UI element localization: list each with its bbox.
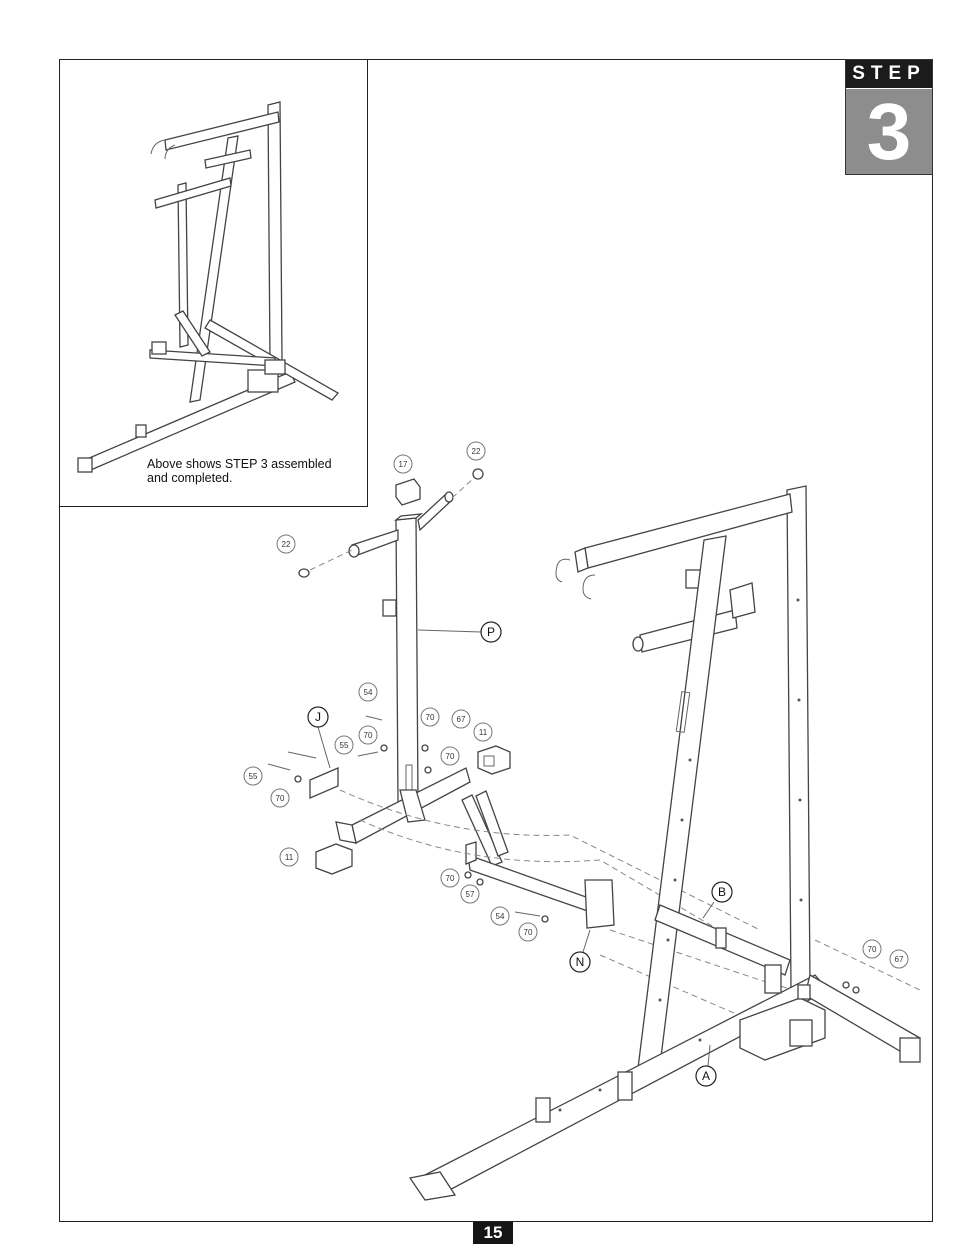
callout-67-b: 67	[895, 955, 904, 964]
callout-54-top: 54	[364, 688, 373, 697]
callout-70-c: 70	[446, 752, 455, 761]
callout-22-top: 22	[472, 447, 481, 456]
callout-11-left: 11	[285, 853, 294, 862]
callout-70-f: 70	[524, 928, 533, 937]
inset-caption-line1: Above shows STEP 3 assembled	[147, 457, 332, 471]
callout-labels: P J N A B 17 22 22 54 70 67 11 55 70 70 …	[249, 447, 904, 1083]
bolts-and-washers	[267, 715, 860, 994]
bumper-parts	[315, 745, 511, 875]
step-label: STEP	[846, 60, 932, 88]
callout-11-right: 11	[479, 728, 488, 737]
part-p-upright	[335, 491, 471, 844]
callout-55-a: 55	[340, 741, 349, 750]
callout-j: J	[315, 710, 321, 724]
inset-assembled-frame-drawing	[77, 101, 340, 473]
page-frame	[59, 59, 933, 1222]
inset-caption-line2: and completed.	[147, 471, 233, 485]
callout-70-g: 70	[868, 945, 877, 954]
end-cap-and-washers	[298, 468, 484, 578]
callout-70-a: 70	[426, 713, 435, 722]
callout-70-d: 70	[276, 794, 285, 803]
callouts	[243, 441, 909, 1087]
assembly-guide-lines	[339, 789, 921, 1021]
callout-55-b: 55	[249, 772, 258, 781]
callout-p: P	[487, 625, 495, 639]
callout-n: N	[576, 955, 585, 969]
page-number: 15	[473, 1222, 513, 1244]
callout-57: 57	[466, 890, 475, 899]
callout-a: A	[702, 1069, 710, 1083]
part-n-support	[461, 790, 615, 929]
step-badge: STEP 3	[845, 59, 933, 175]
callout-70-e: 70	[446, 874, 455, 883]
step-number: 3	[846, 89, 932, 174]
main-frame-drawing	[408, 485, 921, 1201]
callout-22-left: 22	[282, 540, 291, 549]
callout-b: B	[718, 885, 726, 899]
callout-67-a: 67	[457, 715, 466, 724]
inset-caption: Above shows STEP 3 assembled and complet…	[147, 457, 357, 485]
callout-54-bottom: 54	[496, 912, 505, 921]
assembled-inset-box	[59, 59, 368, 507]
callout-17: 17	[399, 460, 408, 469]
part-j-plate	[309, 767, 339, 799]
callout-70-b: 70	[364, 731, 373, 740]
